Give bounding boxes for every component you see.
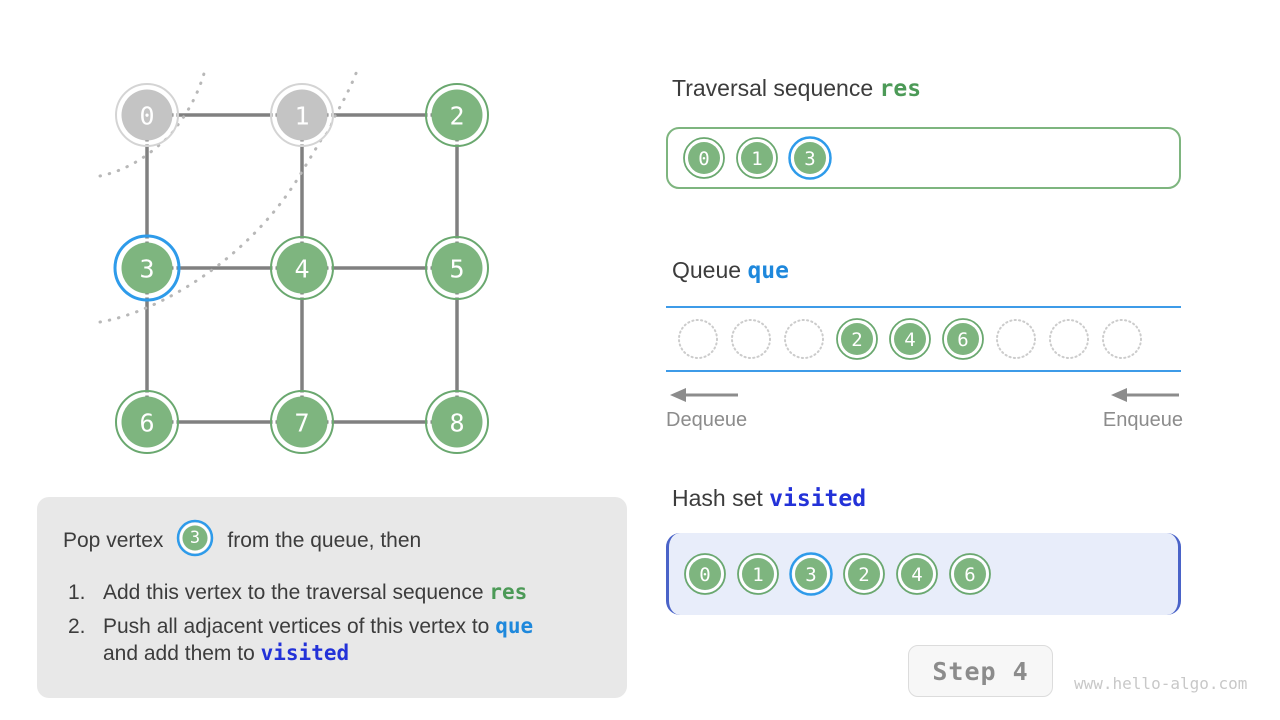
token-label: 1 (751, 148, 762, 170)
graph-canvas: 0 1 2 3 4 5 6 7 8 (98, 66, 489, 454)
queue-rail-bottom (666, 370, 1181, 372)
graph-node-label: 2 (449, 102, 464, 131)
queue-rail-top (666, 306, 1181, 308)
queue-item[interactable]: 6 (941, 317, 985, 361)
enqueue-label: Enqueue (1102, 409, 1183, 431)
graph-nodes: 0 1 2 3 4 5 6 7 8 (113, 83, 489, 454)
token-label: 0 (699, 564, 710, 586)
visited-item[interactable]: 4 (895, 552, 939, 596)
graph-node-label: 8 (449, 409, 464, 438)
token-label: 6 (964, 564, 975, 586)
token-label: 2 (858, 564, 869, 586)
queue-slot-empty (994, 317, 1038, 361)
graph-panel: 0 1 2 3 4 5 6 7 8 (0, 0, 620, 490)
queue-slot-empty (729, 317, 773, 361)
caption-text: and add them to (103, 642, 261, 666)
caption-step: 2. Push all adjacent vertices of this ver… (63, 613, 601, 668)
caption-box: Pop vertex 3 from the queue, then 1. Add … (37, 497, 627, 699)
visited-heading-text: Hash set (672, 485, 763, 511)
inline-vertex-badge-label: 3 (190, 528, 200, 548)
queue-slot-empty (782, 317, 826, 361)
caption-step-number: 2. (68, 614, 86, 638)
queue-slot-empty (676, 317, 720, 361)
visited-item[interactable]: 2 (842, 552, 886, 596)
queue-slots: 2 4 6 (666, 308, 1181, 370)
res-item[interactable]: 0 (682, 136, 726, 180)
caption-step-list: 1. Add this vertex to the traversal seque… (63, 579, 601, 668)
caption-step: 1. Add this vertex to the traversal seque… (63, 579, 601, 607)
caption-line-1: Pop vertex 3 from the queue, then (63, 519, 601, 563)
queue-heading: Queue que (672, 257, 789, 284)
graph-node-3[interactable]: 3 (113, 234, 181, 302)
graph-node-label: 3 (139, 255, 154, 284)
caption-text: Add this vertex to the traversal sequenc… (103, 581, 490, 604)
token-label: 0 (698, 148, 709, 170)
res-heading-code: res (879, 76, 922, 102)
queue-slot-empty (1047, 317, 1091, 361)
bfs-frontier-curves (98, 66, 360, 324)
caption-text: Push all adjacent vertices of this verte… (103, 614, 496, 638)
caption-suffix: from the queue, then (227, 529, 422, 552)
graph-node-7[interactable]: 7 (270, 390, 334, 454)
graph-node-label: 5 (449, 255, 464, 284)
queue-arrows: Dequeue Enqueue (666, 385, 1183, 445)
token-label: 4 (911, 564, 922, 586)
queue-item[interactable]: 4 (888, 317, 932, 361)
visited-item[interactable]: 1 (736, 552, 780, 596)
token-label: 4 (904, 329, 915, 351)
queue-heading-code: que (747, 258, 789, 284)
graph-node-label: 4 (294, 255, 309, 284)
graph-node-label: 1 (294, 102, 309, 131)
enqueue-arrow-icon (1111, 385, 1179, 405)
token-label: 3 (804, 148, 815, 170)
step-badge: Step 4 (908, 645, 1053, 697)
inline-vertex-badge: 3 (176, 519, 214, 563)
caption-code: visited (260, 641, 350, 666)
watermark: www.hello-algo.com (1074, 674, 1248, 693)
visited-item[interactable]: 6 (948, 552, 992, 596)
token-label: 2 (851, 329, 862, 351)
right-column: Traversal sequence res 0 1 3 Queue que 2 4 6… (666, 0, 1280, 720)
caption-code: que (495, 613, 534, 638)
res-heading-text: Traversal sequence (672, 75, 874, 101)
dequeue-label: Dequeue (666, 409, 748, 431)
res-heading: Traversal sequence res (672, 75, 921, 102)
graph-node-label: 6 (139, 409, 154, 438)
caption-code: res (489, 580, 528, 604)
graph-node-0[interactable]: 0 (115, 83, 179, 147)
graph-node-1[interactable]: 1 (270, 83, 334, 147)
graph-node-2[interactable]: 2 (425, 83, 489, 147)
graph-node-5[interactable]: 5 (425, 236, 489, 300)
graph-node-8[interactable]: 8 (425, 390, 489, 454)
caption-prefix: Pop vertex (63, 529, 164, 552)
graph-node-label: 0 (139, 102, 154, 131)
queue-slot-empty (1100, 317, 1144, 361)
visited-heading: Hash set visited (672, 485, 866, 512)
graph-node-label: 7 (294, 409, 309, 438)
bfs-frontier-curve (98, 66, 360, 324)
queue-heading-text: Queue (672, 257, 742, 283)
queue-container: 2 4 6 (666, 306, 1181, 372)
dequeue-arrow-icon (670, 385, 738, 405)
caption-step-number: 1. (68, 581, 86, 604)
token-label: 1 (752, 564, 763, 586)
res-item[interactable]: 3 (788, 136, 832, 180)
token-label: 3 (805, 564, 816, 586)
visited-heading-code: visited (769, 486, 867, 512)
visited-item[interactable]: 3 (789, 552, 833, 596)
token-label: 6 (957, 329, 968, 351)
graph-node-4[interactable]: 4 (270, 236, 334, 300)
visited-item[interactable]: 0 (683, 552, 727, 596)
graph-node-6[interactable]: 6 (115, 390, 179, 454)
res-container: 0 1 3 (666, 127, 1181, 189)
res-item[interactable]: 1 (735, 136, 779, 180)
queue-item[interactable]: 2 (835, 317, 879, 361)
visited-container: 0 1 3 2 4 6 (666, 533, 1181, 615)
